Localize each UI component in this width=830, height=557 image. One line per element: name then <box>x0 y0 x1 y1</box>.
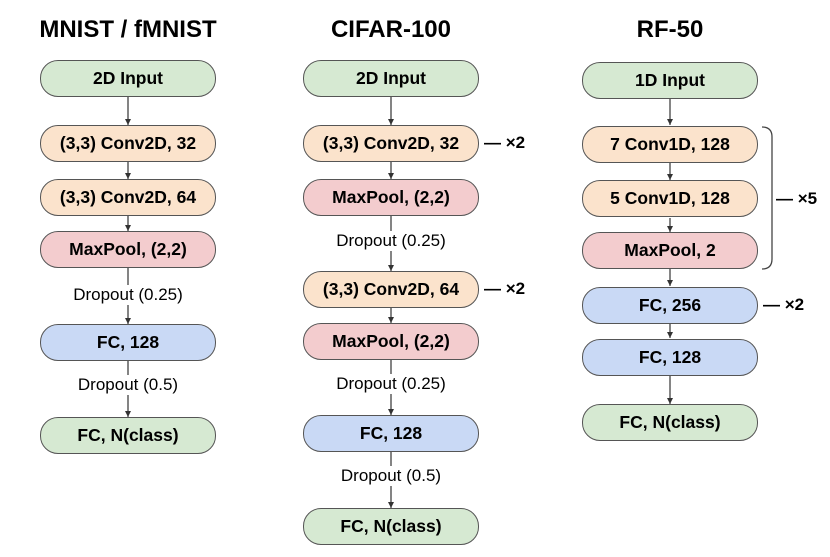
cifar-dropout-2: Dropout (0.25) <box>291 374 491 394</box>
title-cifar: CIFAR-100 <box>330 16 452 43</box>
mnist-conv32-node: (3,3) Conv2D, 32 <box>40 125 216 162</box>
mnist-input-node: 2D Input <box>40 60 216 97</box>
mnist-dropout-1: Dropout (0.25) <box>28 285 228 305</box>
rf50-input-node: 1D Input <box>582 62 758 99</box>
title-rf50: RF-50 <box>636 16 704 43</box>
cifar-maxpool-1-node: MaxPool, (2,2) <box>303 179 479 216</box>
rf50-fc256-node: FC, 256 <box>582 287 758 324</box>
mnist-output-node: FC, N(class) <box>40 417 216 454</box>
cifar-repeat-1: — ×2 <box>484 133 526 152</box>
rf50-conv1d-7-node: 7 Conv1D, 128 <box>582 126 758 163</box>
rf50-conv1d-5-node: 5 Conv1D, 128 <box>582 180 758 217</box>
cifar-conv64-node: (3,3) Conv2D, 64 <box>303 271 479 308</box>
cifar-input-node: 2D Input <box>303 60 479 97</box>
cifar-conv32-node: (3,3) Conv2D, 32 <box>303 125 479 162</box>
cifar-dropout-1: Dropout (0.25) <box>291 231 491 251</box>
rf50-maxpool-node: MaxPool, 2 <box>582 232 758 269</box>
rf50-repeat-fc: — ×2 <box>763 295 805 314</box>
cifar-dropout-3: Dropout (0.5) <box>291 466 491 486</box>
rf50-fc128-node: FC, 128 <box>582 339 758 376</box>
rf50-repeat-block: — ×5 <box>776 189 818 208</box>
title-mnist: MNIST / fMNIST <box>39 16 217 43</box>
mnist-maxpool-node: MaxPool, (2,2) <box>40 231 216 268</box>
cifar-maxpool-2-node: MaxPool, (2,2) <box>303 323 479 360</box>
rf50-repeat-block-label: ×5 <box>797 189 818 208</box>
cifar-fc128-node: FC, 128 <box>303 415 479 452</box>
mnist-conv64-node: (3,3) Conv2D, 64 <box>40 179 216 216</box>
rf50-output-node: FC, N(class) <box>582 404 758 441</box>
cifar-repeat-2: — ×2 <box>484 279 526 298</box>
cifar-output-node: FC, N(class) <box>303 508 479 545</box>
mnist-fc128-node: FC, 128 <box>40 324 216 361</box>
mnist-dropout-2: Dropout (0.5) <box>28 375 228 395</box>
